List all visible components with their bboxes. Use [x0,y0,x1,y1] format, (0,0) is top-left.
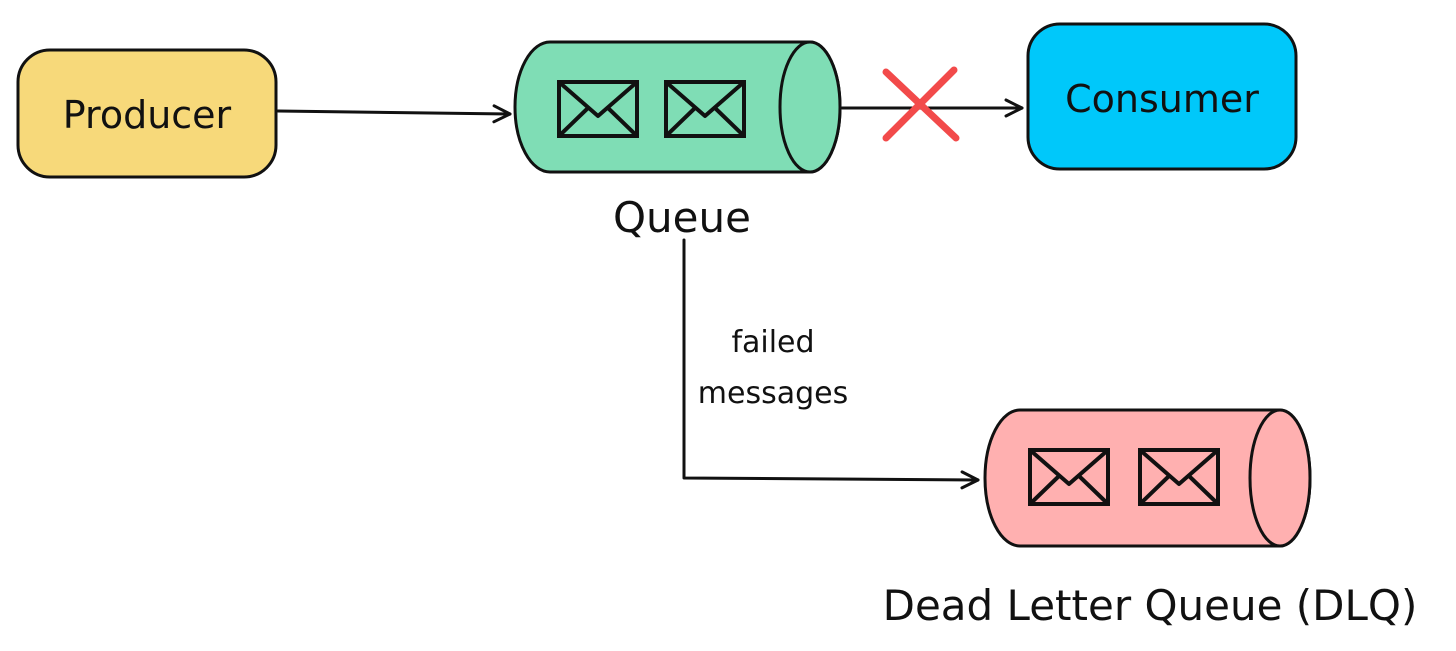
queue-cylinder [513,40,842,174]
consumer-node: Consumer [1026,22,1298,171]
envelope-icon [1138,448,1220,506]
producer-box [16,48,278,179]
arrow-queue-to-dlq [682,238,980,490]
envelope-icon [1028,448,1110,506]
producer-label: Producer [63,93,232,137]
dlq-end-cap [1248,408,1312,548]
consumer-box [1026,22,1298,171]
edge-label-messages: messages [698,376,848,411]
queue-end-cap [778,40,842,174]
envelope-icon [664,80,746,138]
consumer-label: Consumer [1065,77,1259,121]
producer-node: Producer [16,48,278,179]
envelope-icon [557,80,639,138]
queue-label: Queue [613,193,751,242]
arrow-producer-to-queue [276,104,512,124]
dlq-label: Dead Letter Queue (DLQ) [883,581,1418,630]
dlq-cylinder [983,408,1312,548]
failure-x-icon [882,66,960,142]
edge-label-failed: failed [731,325,814,360]
